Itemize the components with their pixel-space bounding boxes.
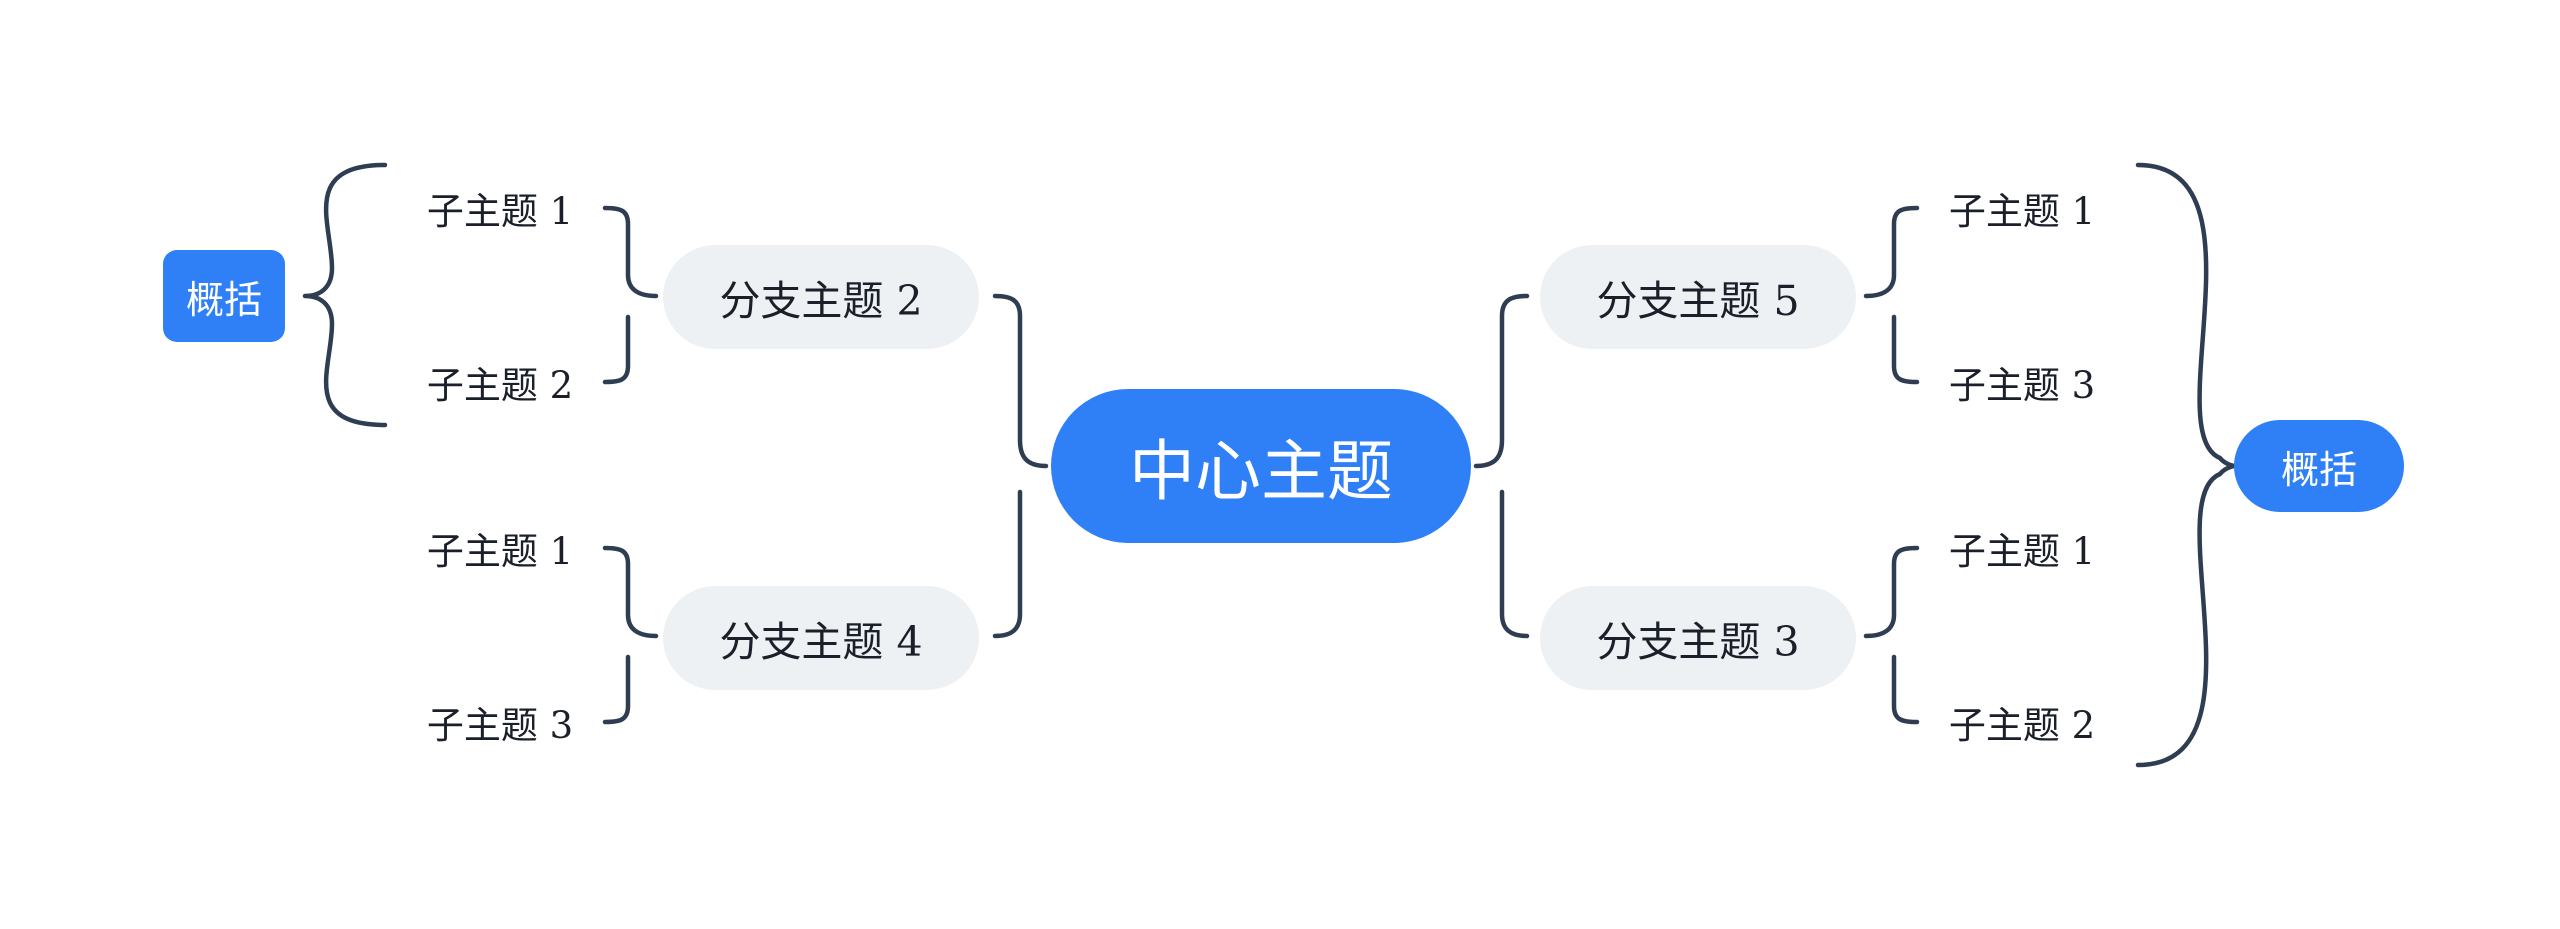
connector-central-left [992,293,1049,639]
subtopic-b2-1[interactable]: 子主题 1 [426,190,574,233]
connector-branch-3 [1863,545,1920,725]
connector-branch-5 [1863,205,1920,385]
connector-branch-4 [602,545,659,725]
subtopic-b5-1[interactable]: 子主题 1 [1948,190,2096,233]
subtopic-b3-2[interactable]: 子主题 2 [1948,704,2096,747]
branch-topic-3[interactable]: 分支主题 3 [1540,586,1856,690]
subtopic-b2-2[interactable]: 子主题 2 [426,364,574,407]
subtopic-b4-1[interactable]: 子主题 1 [426,530,574,573]
central-topic[interactable]: 中心主题 [1051,389,1471,543]
branch-topic-2[interactable]: 分支主题 2 [663,245,979,349]
subtopic-b4-2[interactable]: 子主题 3 [426,704,574,747]
summary-brace-left [302,162,388,428]
summary-left[interactable]: 概括 [163,250,285,342]
connector-central-right [1473,293,1530,639]
summary-brace-right [2135,162,2239,768]
branch-topic-5[interactable]: 分支主题 5 [1540,245,1856,349]
summary-right[interactable]: 概括 [2234,420,2404,512]
subtopic-b3-1[interactable]: 子主题 1 [1948,530,2096,573]
subtopic-b5-2[interactable]: 子主题 3 [1948,364,2096,407]
branch-topic-4[interactable]: 分支主题 4 [663,586,979,690]
connector-branch-2 [602,205,659,385]
